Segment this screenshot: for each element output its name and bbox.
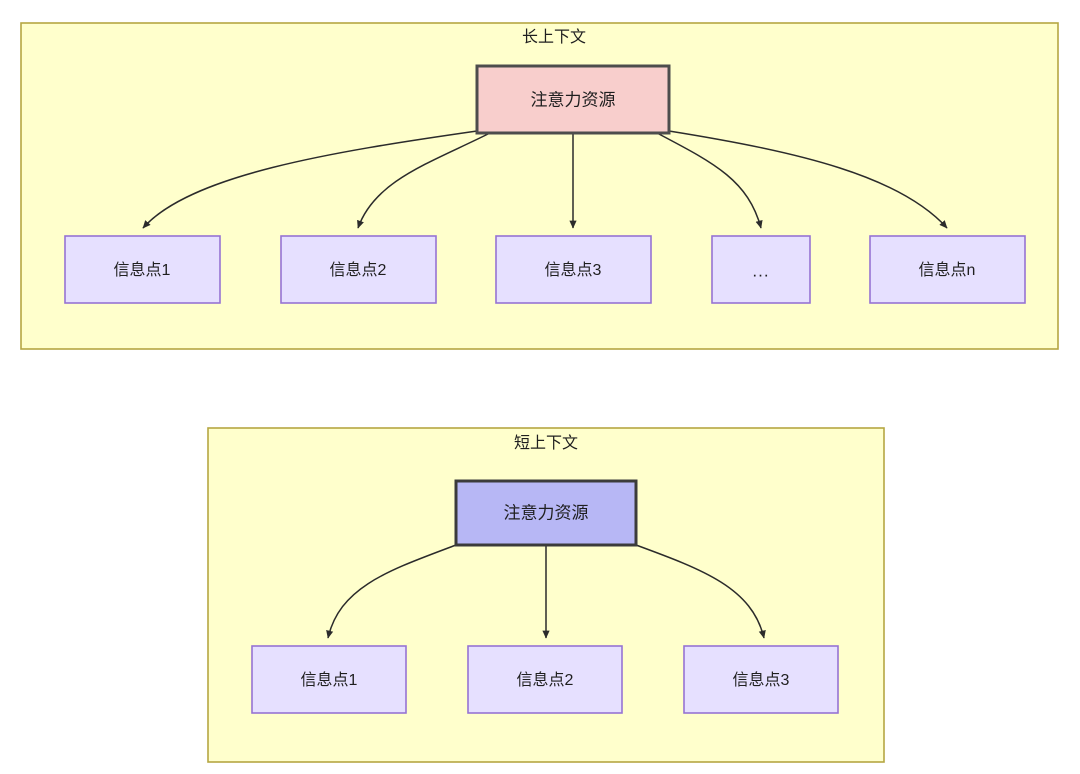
node-info-long-ellipsis-rect[interactable] bbox=[711, 235, 811, 304]
node-hub-short-context[interactable]: 注意力资源 bbox=[454, 479, 638, 547]
edge-hub-short-to-info-1 bbox=[326, 544, 457, 639]
edge-hub-short-to-info-3 bbox=[635, 544, 766, 639]
node-info-long-3-rect[interactable] bbox=[495, 235, 652, 304]
container-title-long-context: 长上下文 bbox=[522, 28, 586, 46]
node-info-long-n-rect[interactable] bbox=[869, 235, 1026, 304]
node-info-long-3[interactable]: 信息点3 bbox=[495, 235, 652, 304]
node-info-short-2-label: 信息点2 bbox=[517, 671, 574, 689]
node-hub-long-label: 注意力资源 bbox=[531, 90, 616, 109]
node-hub-long-rect[interactable] bbox=[475, 64, 671, 135]
node-info-long-2-label: 信息点2 bbox=[330, 261, 387, 279]
edge-hub-to-info-1 bbox=[142, 130, 478, 229]
node-info-long-1-rect[interactable] bbox=[64, 235, 221, 304]
node-info-short-3[interactable]: 信息点3 bbox=[683, 645, 839, 714]
group-long-context: 长上下文 注意力资源 信息点1 信息点2 bbox=[20, 22, 1059, 350]
node-info-short-1-rect[interactable] bbox=[251, 645, 407, 714]
edge-hub-to-info-ellipsis bbox=[656, 132, 763, 229]
node-info-long-ellipsis[interactable]: ... bbox=[711, 235, 811, 304]
node-info-long-ellipsis-label: ... bbox=[752, 261, 769, 280]
edge-hub-to-info-n bbox=[668, 130, 948, 229]
node-info-long-2[interactable]: 信息点2 bbox=[280, 235, 437, 304]
node-info-short-1-label: 信息点1 bbox=[301, 671, 358, 689]
node-info-short-2-rect[interactable] bbox=[467, 645, 623, 714]
node-info-long-n-label: 信息点n bbox=[919, 261, 976, 279]
node-info-long-1[interactable]: 信息点1 bbox=[64, 235, 221, 304]
node-info-long-n[interactable]: 信息点n bbox=[869, 235, 1026, 304]
node-hub-long-context[interactable]: 注意力资源 bbox=[475, 64, 671, 135]
node-hub-short-rect[interactable] bbox=[454, 479, 638, 547]
container-title-short-context: 短上下文 bbox=[514, 434, 578, 452]
edges-long-context bbox=[142, 130, 948, 229]
node-info-long-3-label: 信息点3 bbox=[545, 261, 602, 279]
node-hub-short-label: 注意力资源 bbox=[504, 503, 589, 522]
group-short-context: 短上下文 注意力资源 信息点1 信息点2 信息点3 bbox=[207, 427, 885, 763]
edge-hub-to-info-2 bbox=[357, 132, 491, 229]
node-info-short-2[interactable]: 信息点2 bbox=[467, 645, 623, 714]
node-info-short-3-rect[interactable] bbox=[683, 645, 839, 714]
edges-short-context bbox=[326, 544, 766, 639]
node-info-short-3-label: 信息点3 bbox=[733, 671, 790, 689]
node-info-long-2-rect[interactable] bbox=[280, 235, 437, 304]
node-info-short-1[interactable]: 信息点1 bbox=[251, 645, 407, 714]
node-info-long-1-label: 信息点1 bbox=[114, 261, 171, 279]
